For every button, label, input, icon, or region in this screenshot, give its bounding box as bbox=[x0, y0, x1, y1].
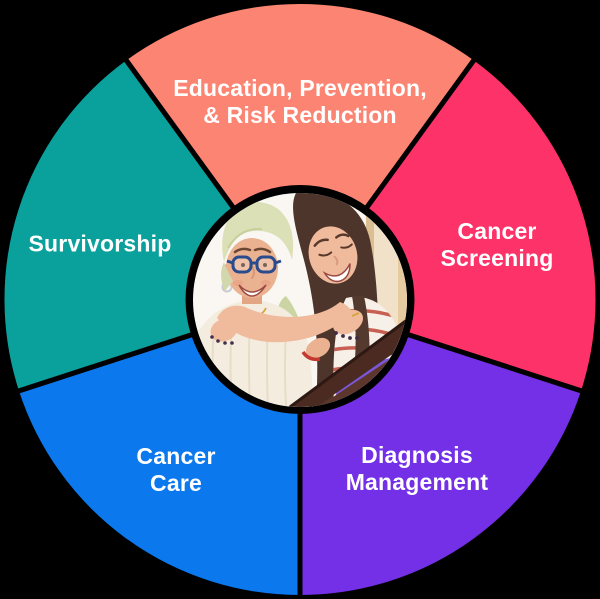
wedge-education-prevention-risk-reduction bbox=[121, 0, 479, 213]
wedge-cancer-care bbox=[13, 330, 303, 599]
wedge-survivorship bbox=[0, 54, 238, 395]
smile bbox=[238, 284, 267, 297]
young-woman-face bbox=[308, 226, 358, 284]
wedge-diagnosis-management bbox=[297, 330, 587, 599]
glasses bbox=[226, 255, 282, 274]
wedge-cancer-screening bbox=[362, 54, 600, 395]
center-photo bbox=[193, 193, 407, 407]
older-woman-face bbox=[221, 202, 294, 324]
chair-back bbox=[289, 318, 407, 407]
hand-on-shoulder bbox=[210, 318, 238, 342]
arm-around-shoulder bbox=[210, 302, 352, 345]
headscarf bbox=[222, 202, 294, 262]
hands-on-chair bbox=[301, 309, 364, 362]
red-bracelet bbox=[301, 350, 321, 362]
